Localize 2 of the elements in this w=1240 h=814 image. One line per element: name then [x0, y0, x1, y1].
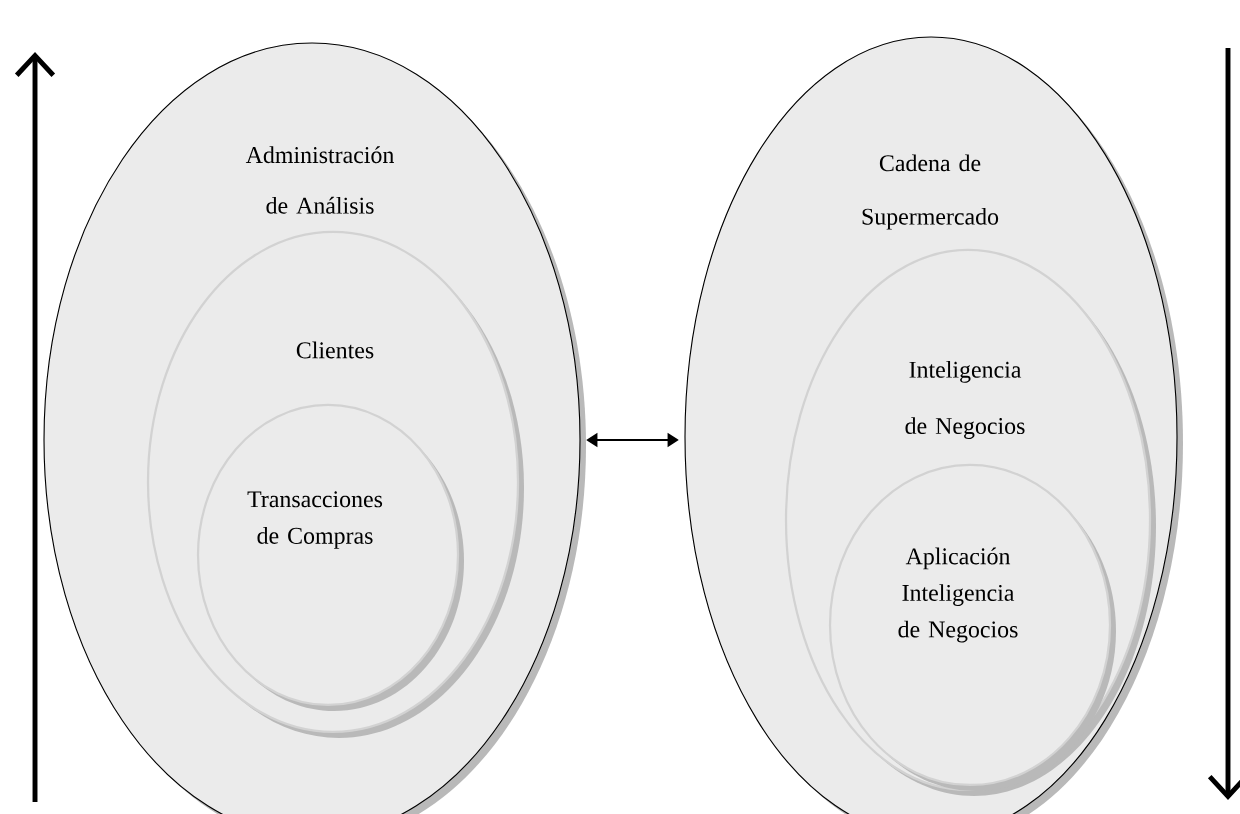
node-label: Inteligencia de Negocios [905, 361, 1025, 439]
node-label: Aplicación Inteligencia de Negocios [898, 547, 1018, 643]
